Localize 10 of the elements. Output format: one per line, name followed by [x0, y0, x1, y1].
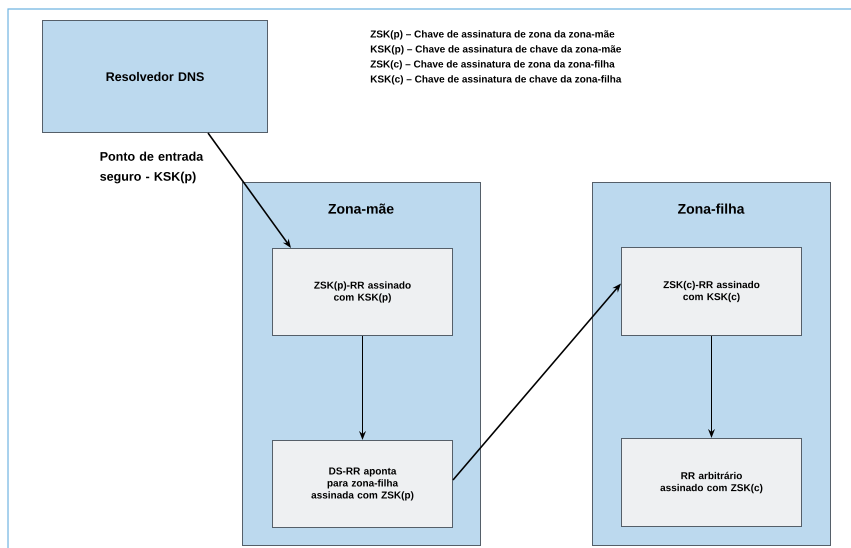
legend-text: KSK(p) – Chave de assinatura de chave da zona-mãe: [370, 45, 622, 55]
edge-label: Ponto de entrada seguro - KSK(p): [100, 152, 204, 184]
legend-text: KSK(c) – Chave de assinatura de chave da zona-filha: [370, 75, 622, 84]
record-box: ZSK(p)-RR assinado com KSK(p): [272, 248, 453, 336]
record-box: ZSK(c)-RR assinado com KSK(c): [621, 247, 802, 336]
record-box: RR arbitrário assinado com ZSK(c): [621, 438, 802, 527]
resolver-box: Resolvedor DNS: [42, 20, 268, 133]
record-box: DS-RR aponta para zona-filha assinada com ZSK(p): [272, 440, 453, 528]
legend-text: ZSK(c) – Chave de assinatura de zona da zona-filha: [370, 60, 615, 70]
legend-text: ZSK(p) – Chave de assinatura de zona da zona-mãe: [370, 30, 614, 40]
